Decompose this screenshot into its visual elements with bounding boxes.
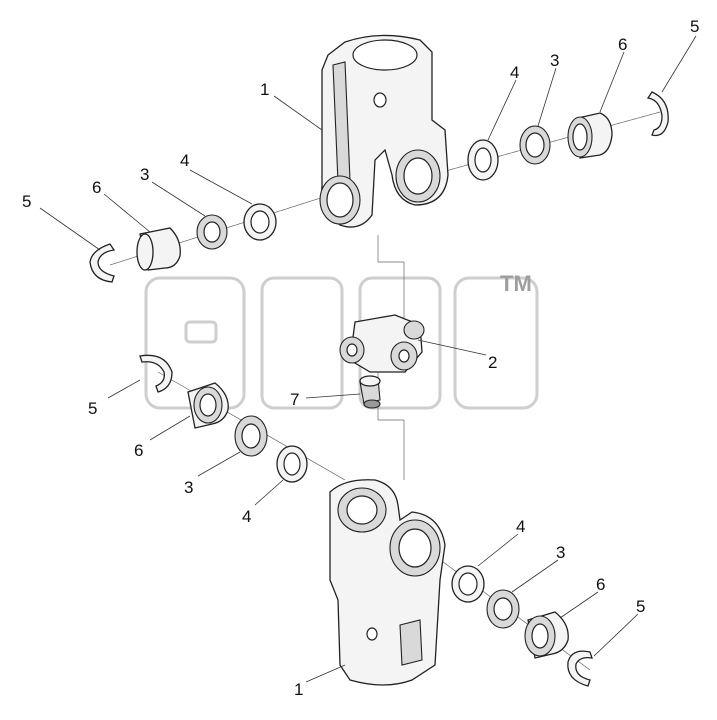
cross-spider [339, 314, 425, 373]
watermark-trademark: TM [500, 271, 532, 296]
callout-cup-upper-right: 6 [618, 35, 627, 54]
callout-cup-upper-left: 6 [92, 178, 101, 197]
washer-upper-left [243, 203, 277, 241]
ring-mid-left [139, 354, 173, 393]
cup-lower-right [524, 611, 569, 659]
seal-upper-left [196, 214, 228, 250]
washer-lower-right [451, 565, 485, 603]
callout-seal-upper-right: 3 [550, 51, 559, 70]
callout-ring-upper-left: 5 [22, 192, 31, 211]
callout-labels: 1 5 6 3 4 5 6 3 4 2 7 5 6 3 4 4 3 6 5 1 [22, 17, 699, 699]
grease-fitting [359, 375, 381, 409]
callout-washer-upper-left: 4 [180, 151, 189, 170]
seal-lower-right [486, 589, 520, 629]
callout-seal-lower-right: 3 [556, 543, 565, 562]
ring-lower-right [567, 650, 593, 687]
callout-washer-mid-left: 4 [242, 507, 251, 526]
leader-lines [39, 35, 697, 683]
callout-cross: 2 [488, 353, 497, 372]
callout-top-yoke: 1 [260, 80, 269, 99]
callout-washer-lower-right: 4 [516, 517, 525, 536]
callout-seal-mid-left: 3 [184, 478, 193, 497]
bottom-yoke [329, 479, 446, 686]
seal-mid-left [234, 415, 268, 457]
washer-mid-left [276, 445, 308, 483]
callout-ring-upper-right: 5 [690, 17, 699, 36]
callout-ring-mid-left: 5 [88, 399, 97, 418]
callout-cup-mid-left: 6 [134, 441, 143, 460]
callout-ring-lower-right: 5 [636, 597, 645, 616]
cup-mid-left [187, 382, 229, 429]
top-yoke [319, 34, 449, 228]
cup-upper-left [136, 227, 181, 271]
callout-bottom-yoke: 1 [294, 680, 303, 699]
seal-upper-right [519, 125, 551, 165]
washer-upper-right [467, 139, 499, 181]
cup-upper-right [567, 112, 613, 159]
callout-fitting: 7 [290, 390, 299, 409]
callout-washer-upper-right: 4 [510, 63, 519, 82]
callout-seal-upper-left: 3 [140, 165, 149, 184]
callout-cup-lower-right: 6 [596, 575, 605, 594]
ring-upper-left [89, 243, 116, 283]
ring-upper-right [646, 91, 669, 137]
